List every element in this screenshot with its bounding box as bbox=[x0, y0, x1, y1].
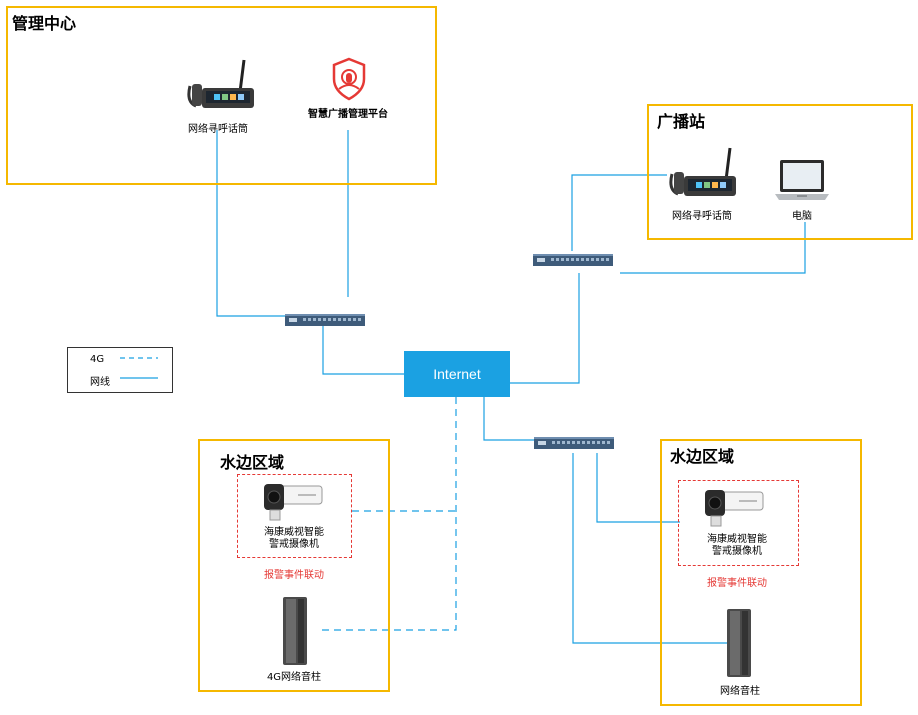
device-label: 4G网络音柱 bbox=[266, 672, 322, 683]
wire-switch3-camera bbox=[596, 453, 680, 523]
zone-broadcast-station: 广播站 bbox=[647, 104, 913, 240]
device-label: 警戒摄像机 bbox=[269, 539, 319, 550]
legend: 4G 网线 bbox=[67, 347, 173, 393]
zone-water-left: 水边区域 bbox=[198, 439, 390, 692]
device-label: 电脑 bbox=[792, 211, 812, 222]
internet-node: Internet bbox=[404, 351, 510, 397]
device-label: 智慧广播管理平台 bbox=[308, 109, 388, 120]
wire-mgmt-phone bbox=[216, 130, 285, 317]
zone-title: 广播站 bbox=[657, 112, 706, 131]
device-label: 海康威视智能 bbox=[707, 534, 767, 545]
laptop-icon bbox=[773, 158, 831, 208]
security-camera-icon bbox=[703, 486, 767, 532]
wire-switch1-internet bbox=[322, 322, 404, 375]
device-label: 网络音柱 bbox=[720, 686, 760, 697]
wire-4g-main bbox=[318, 397, 457, 631]
wire-internet-switch3 bbox=[483, 397, 534, 441]
device-label: 海康威视智能 bbox=[264, 527, 324, 538]
legend-item-cable: 网线 bbox=[90, 377, 110, 388]
security-camera-icon bbox=[262, 480, 326, 526]
wire-switch2-phone bbox=[571, 174, 667, 251]
network-switch-icon bbox=[534, 434, 614, 453]
zone-title: 管理中心 bbox=[12, 14, 77, 33]
camera-box-right bbox=[678, 480, 799, 566]
legend-item-4g: 4G bbox=[90, 354, 105, 365]
zone-water-right: 水边区域 bbox=[660, 439, 862, 706]
zone-title: 水边区域 bbox=[670, 447, 735, 466]
alarm-linkage-label: 报警事件联动 bbox=[264, 570, 324, 581]
internet-label: Internet bbox=[433, 366, 481, 382]
shield-platform-icon bbox=[331, 57, 367, 105]
camera-box-left bbox=[237, 474, 352, 558]
column-speaker-icon bbox=[282, 596, 308, 670]
wire-internet-switch2 bbox=[510, 273, 580, 384]
paging-microphone-icon bbox=[186, 58, 258, 114]
wire-switch3-speaker bbox=[572, 453, 727, 644]
network-switch-icon bbox=[285, 311, 365, 330]
device-label: 网络寻呼话筒 bbox=[188, 124, 248, 135]
zone-management-center: 管理中心 bbox=[6, 6, 437, 185]
column-speaker-icon bbox=[726, 608, 752, 682]
paging-microphone-icon bbox=[668, 146, 740, 202]
network-switch-icon bbox=[533, 251, 613, 270]
zone-title: 水边区域 bbox=[220, 453, 285, 472]
alarm-linkage-label: 报警事件联动 bbox=[707, 578, 767, 589]
device-label: 警戒摄像机 bbox=[712, 546, 762, 557]
device-label: 网络寻呼话筒 bbox=[672, 211, 732, 222]
